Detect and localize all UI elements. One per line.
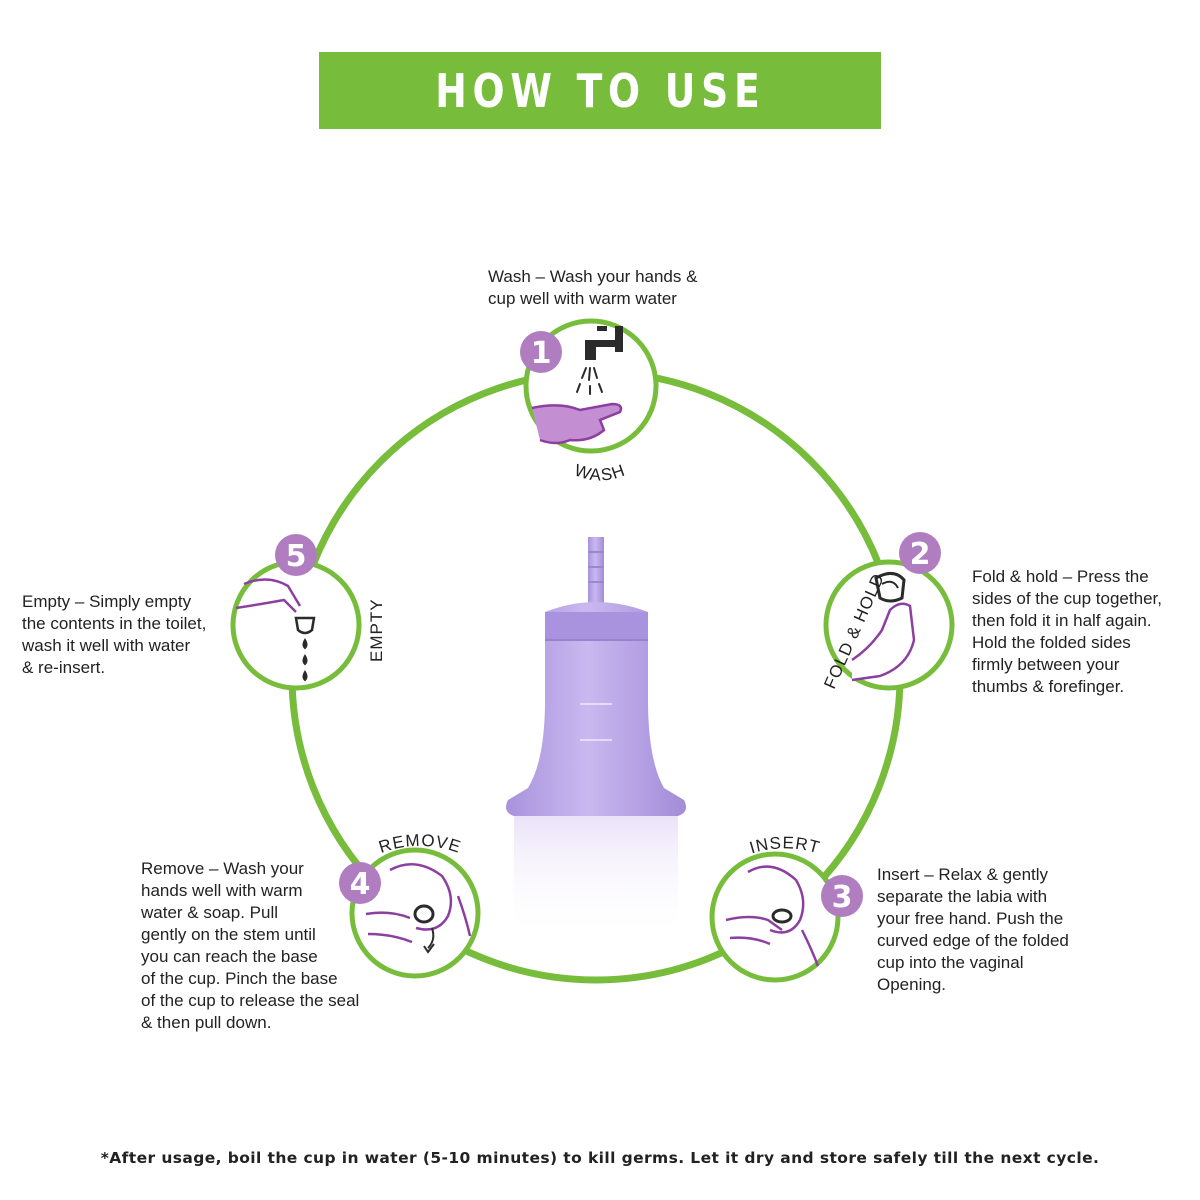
footer-note: *After usage, boil the cup in water (5-1… [100,1149,1100,1167]
step-5-empty: EMPTY 5 [230,534,386,691]
page-title: HOW TO USE [434,63,766,118]
step-number: 1 [531,336,552,371]
step-1-description: Wash – Wash your hands & cup well with w… [488,267,698,308]
step-2-fold-hold: FOLD & HOLD 2 [820,532,955,692]
step-4-description: Remove – Wash your hands well with warm … [141,859,360,1032]
step-label: EMPTY [367,598,386,662]
step-label: WASH [572,461,627,485]
faucet-hands-icon [531,326,623,445]
step-number: 4 [350,867,371,902]
step-number: 5 [286,539,307,574]
svg-text:WASH: WASH [572,461,628,485]
step-4-remove: REMOVE 4 [339,831,481,979]
menstrual-cup-icon [506,537,686,940]
step-number: 3 [832,880,853,915]
step-5-description: Empty – Simply empty the contents in the… [22,592,207,677]
folded-cup-hand-icon [851,572,916,682]
step-number: 2 [910,537,931,572]
step-3-description: Insert – Relax & gently separate the lab… [877,865,1069,994]
remove-body-icon [365,863,472,954]
insert-body-icon [725,865,820,967]
step-3-insert: INSERT 3 [709,833,863,983]
empty-cup-drops-icon [235,578,316,682]
title-banner: HOW TO USE [319,52,881,129]
step-1-wash: WASH 1 [520,318,659,485]
step-2-description: Fold & hold – Press the sides of the cup… [972,567,1162,696]
